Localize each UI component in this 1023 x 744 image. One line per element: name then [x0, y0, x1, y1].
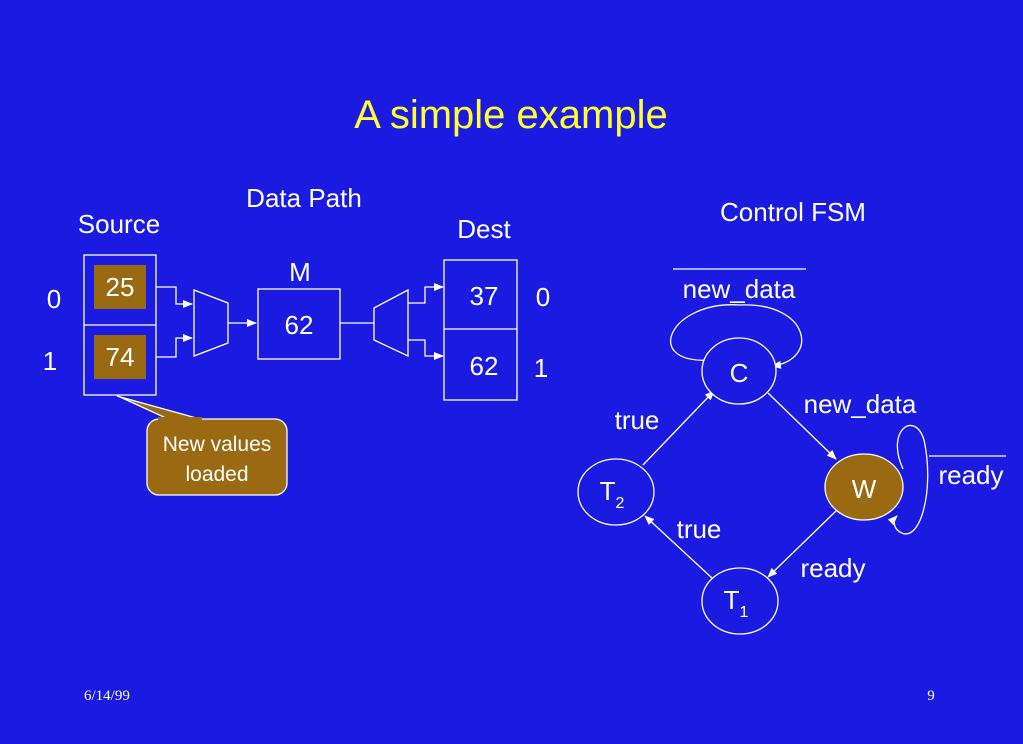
source-index-1: 1: [43, 346, 57, 376]
register-m-value: 62: [285, 310, 314, 340]
state-t2-label: T2: [600, 476, 625, 512]
source-value-0: 25: [106, 272, 135, 302]
transition-c-self-loop: [669, 304, 803, 369]
transition-w-self-loop: [887, 424, 929, 535]
dest-index-1: 1: [534, 353, 548, 383]
dest-box: [443, 259, 518, 401]
dest-register: 37 62: [443, 259, 518, 401]
slide-title: A simple example: [354, 93, 667, 137]
state-c: C: [701, 337, 777, 405]
state-t1-label: T1: [724, 585, 749, 621]
source-value-1: 74: [106, 342, 135, 372]
state-t1: T1: [701, 567, 779, 635]
dest-value-1: 62: [470, 351, 499, 381]
callout-joint: [158, 417, 202, 422]
transition-c-self-label: new_data: [683, 274, 796, 304]
wire-source0-to-mux: [156, 286, 193, 308]
state-t2-subscript: 2: [615, 495, 624, 512]
source-cell-0: [94, 265, 146, 309]
state-t2: T2: [577, 458, 655, 526]
callout-pointer: [116, 395, 201, 420]
transition-w-self-label: ready: [938, 460, 1003, 490]
transition-t1-to-t2-label: true: [677, 514, 722, 544]
slide-page-number: 9: [927, 688, 935, 704]
state-t1-subscript: 1: [739, 604, 748, 621]
wire-demux-to-dest0: [408, 283, 444, 304]
source-label: Source: [78, 209, 160, 239]
transition-w-to-t1: [767, 510, 837, 578]
transition-t2-to-c: [642, 390, 715, 466]
callout-line-1: New values: [163, 433, 272, 456]
dest-index-0: 0: [536, 282, 550, 312]
callout-box: [146, 418, 288, 496]
source-index-0: 0: [47, 284, 61, 314]
transition-t2-to-c-label: true: [615, 405, 660, 435]
state-c-label: C: [730, 358, 749, 388]
dest-label: Dest: [457, 214, 511, 244]
slide-date: 6/14/99: [84, 688, 130, 704]
state-t1-circle: [701, 567, 779, 635]
transition-c-to-w: [767, 392, 837, 460]
source-register: 25 74: [83, 254, 157, 396]
input-mux: [193, 289, 229, 357]
state-w-circle: [824, 453, 904, 521]
fsm-heading: Control FSM: [720, 197, 866, 227]
wire-source1-to-mux: [156, 334, 193, 358]
state-c-circle: [701, 337, 777, 405]
dest-value-0: 37: [470, 281, 499, 311]
register-m-label: M: [289, 257, 311, 287]
transition-t1-to-t2: [644, 515, 713, 579]
state-t2-circle: [577, 458, 655, 526]
callout-new-values: New values loaded: [116, 395, 288, 496]
register-m: [257, 288, 341, 360]
wire-demux-to-dest1: [408, 339, 444, 360]
transition-w-to-t1-label: ready: [800, 553, 865, 583]
state-w: W: [824, 453, 904, 521]
output-demux: [373, 288, 409, 358]
datapath-heading: Data Path: [246, 183, 362, 213]
state-w-label: W: [852, 474, 877, 504]
callout-line-2: loaded: [185, 463, 248, 486]
source-cell-1: [94, 335, 146, 379]
transition-c-to-w-label: new_data: [804, 389, 917, 419]
